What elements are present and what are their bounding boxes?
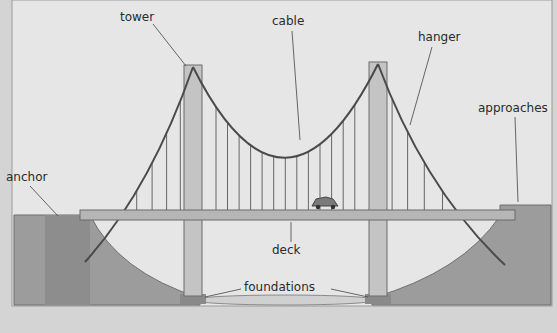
main-cable [193,64,378,158]
hanger-rod [407,132,408,210]
part-label: foundations [244,280,315,294]
hanger-rod [424,163,425,210]
leader-line [292,31,300,140]
part-label: anchor [6,170,47,184]
left-bank [14,215,200,305]
hanger-rod [136,191,137,210]
leader-line [331,289,368,297]
hanger-rod [308,152,309,210]
part-label: approaches [478,101,548,115]
side-cable [378,64,505,265]
leader-line [30,186,58,216]
hanger-rod [343,121,344,210]
hanger-rod [216,107,217,210]
tower [184,65,202,296]
hanger-rod [296,156,297,210]
hanger-rod [354,105,355,210]
car-wheel [316,205,320,209]
hanger-rod [262,152,263,210]
hanger-rod [166,133,167,210]
side-cable [85,67,193,262]
hanger-rod [239,135,240,210]
hanger-rod [442,191,443,210]
part-label: hanger [418,30,461,44]
hangers [137,99,443,210]
part-label: cable [272,14,304,28]
hanger-rod [152,163,153,210]
leader-line [153,24,186,66]
hanger-rod [285,158,286,210]
deck [80,210,515,220]
leader-line [515,117,518,202]
hanger-rod [273,157,274,211]
hanger-rod [227,123,228,210]
car-wheel [331,205,335,209]
hanger-rod [250,145,251,210]
hanger-rod [392,99,393,210]
foundation-bed [193,295,377,305]
leader-line [410,47,432,125]
leader-line [205,289,241,297]
part-label: tower [120,10,154,24]
hanger-rod [180,101,181,210]
tower [369,62,387,296]
picture-frame [12,0,552,306]
car [312,197,338,206]
anchor-block [45,215,90,305]
leader-lines [30,24,518,297]
leader-line [291,222,292,242]
part-label: deck [272,243,301,257]
